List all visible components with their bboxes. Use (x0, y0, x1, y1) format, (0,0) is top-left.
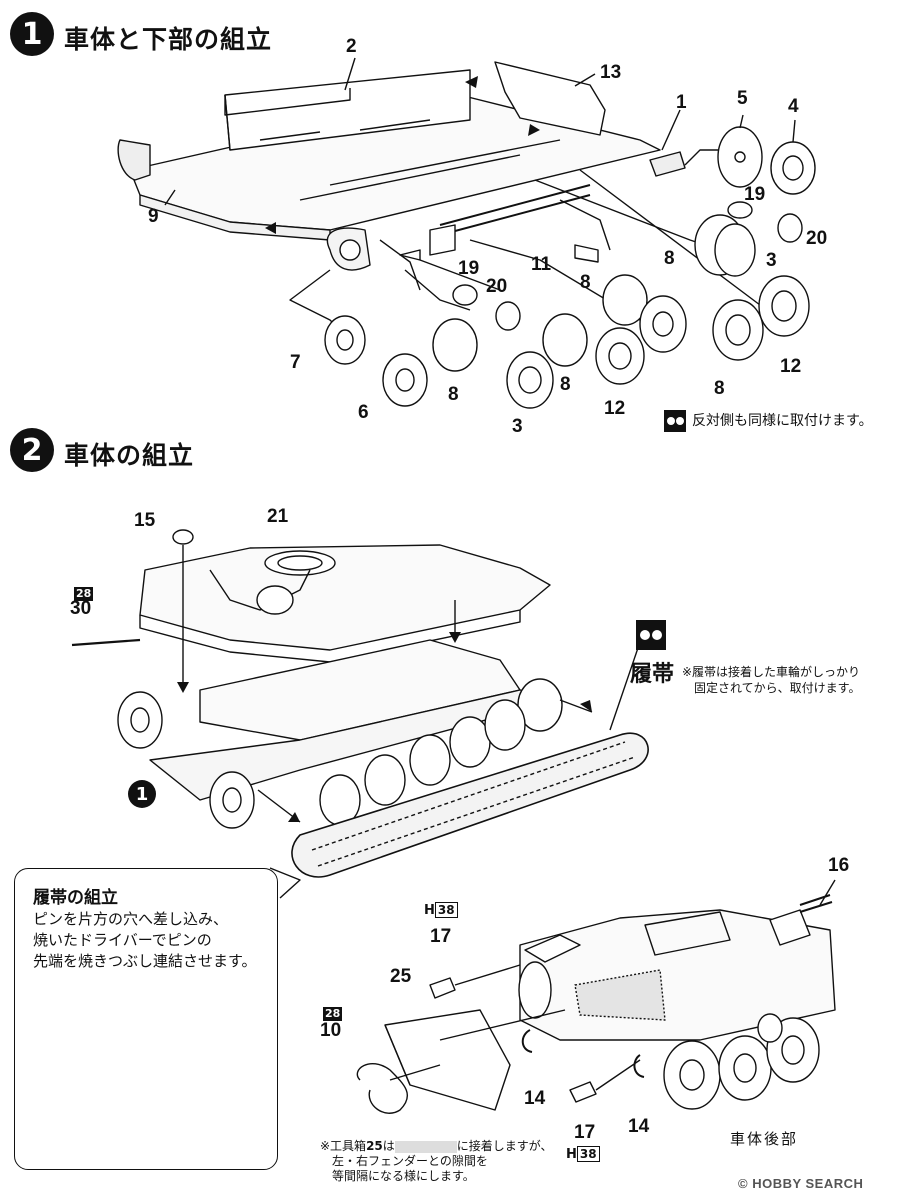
callout-line-2: 焼いたドライバーでピンの (33, 931, 212, 949)
callout-line-1: ピンを片方の穴へ差し込み、 (33, 910, 229, 928)
opposite-side-note-text: 反対側も同様に取付けます。 (692, 413, 873, 429)
part-number-25: 25 (390, 966, 412, 987)
part-number-19-right: 19 (744, 184, 766, 205)
part-number-21: 21 (267, 506, 289, 527)
part-number-12-b: 12 (604, 398, 626, 419)
callout-title: 履帯の組立 (33, 888, 118, 908)
track-note-line-2: 固定されてから、取付けます。 (694, 681, 861, 695)
track-label: 履帯 (630, 662, 675, 687)
part-number-19-left: 19 (458, 258, 480, 279)
part-number-8-d: 8 (448, 384, 459, 405)
track-assembly-callout: 履帯の組立 ピンを片方の穴へ差し込み、 焼いたドライバーでピンの 先端を焼きつぶ… (14, 868, 278, 1170)
part-number-16: 16 (828, 855, 850, 876)
part-number-14-right: 14 (628, 1116, 650, 1137)
toolbox-note-line-1: ※工具箱25はに接着しますが、 (320, 1139, 553, 1153)
part-number-9: 9 (148, 206, 159, 227)
both-sides-icon (664, 410, 686, 432)
part-number-10: 10 (320, 1020, 342, 1041)
part-number-8-c: 8 (714, 378, 725, 399)
part-number-11: 11 (531, 254, 552, 275)
toolbox-note-line-2: 左・右フェンダーとの隙間を (332, 1154, 488, 1168)
part-number-1: 1 (676, 92, 687, 113)
part-number-12-a: 12 (780, 356, 802, 377)
watermark: © HOBBY SEARCH (738, 1176, 864, 1191)
part-number-15: 15 (134, 510, 156, 531)
toolbox-mount-swatch (394, 1140, 457, 1153)
step-2-badge: 2 (10, 428, 54, 472)
part-number-20-right: 20 (806, 228, 828, 249)
toolbox-note-line-3: 等間隔になる様にします。 (332, 1169, 475, 1183)
part-number-8-e: 8 (560, 374, 571, 395)
part-number-17-bottom: 17 (574, 1122, 596, 1143)
part-number-8-b: 8 (580, 272, 591, 293)
part-number-13: 13 (600, 62, 622, 83)
part-number-6: 6 (358, 402, 369, 423)
part-number-2: 2 (346, 36, 357, 57)
step-2-title: 車体の組立 (64, 441, 195, 470)
part-number-5: 5 (737, 88, 748, 109)
callout-line-3: 先端を焼きつぶし連結させます。 (33, 952, 257, 970)
part-number-3-a: 3 (766, 250, 777, 271)
both-sides-icon-track (636, 620, 666, 650)
part-number-17-top: 17 (430, 926, 452, 947)
step-1-title: 車体と下部の組立 (64, 25, 273, 54)
part-number-20-left: 20 (486, 276, 508, 297)
part-number-14-left: 14 (524, 1088, 546, 1109)
part-number-30: 30 (70, 598, 92, 619)
part-number-4: 4 (788, 96, 799, 117)
opposite-side-note: 反対側も同様に取付けます。 (664, 410, 873, 432)
part-number-3-b: 3 (512, 416, 523, 437)
part-number-7: 7 (290, 352, 301, 373)
rear-hull-label: 車体後部 (730, 1130, 799, 1148)
step-1-badge: 1 (10, 12, 54, 56)
runner-ref-28-b: 28 (323, 1007, 343, 1021)
track-note-line-1: ※履帯は接着した車輪がしっかり (682, 665, 861, 679)
part-number-8-a: 8 (664, 248, 675, 269)
runner-ref-28-a: 28 (74, 587, 94, 601)
step-1-reference-badge: 1 (128, 780, 156, 808)
